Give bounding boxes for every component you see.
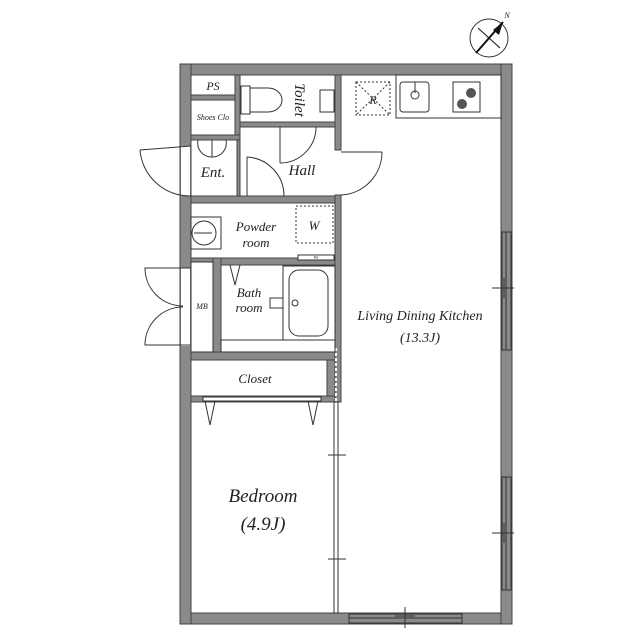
entrance-label: Ent. — [200, 165, 226, 181]
refrigerator-label: R — [368, 93, 377, 107]
toilet-door[interactable] — [279, 126, 317, 164]
ldk-label: Living Dining Kitchen — [356, 309, 482, 324]
bath-door[interactable] — [229, 264, 241, 286]
entrance-opening — [181, 146, 190, 196]
toilet-label: Toilet — [291, 83, 307, 117]
ps-small-label: PS — [313, 255, 318, 260]
bath-room-label-2: room — [236, 300, 263, 315]
powder-room-label: Powder — [235, 219, 277, 234]
mb-opening — [181, 268, 190, 346]
sliding-door-bedroom-ldk[interactable] — [328, 348, 346, 614]
compass-icon: N — [469, 11, 510, 58]
washbasin-icon — [190, 216, 222, 250]
north-label: N — [503, 11, 510, 20]
window[interactable] — [492, 231, 514, 351]
meter-box — [190, 261, 214, 353]
refrigerator-space: R — [355, 81, 391, 116]
washer-space: W — [295, 205, 334, 244]
window[interactable] — [492, 476, 514, 591]
pipe-space-small: PS — [297, 254, 335, 261]
bath-room-label: Bath — [237, 285, 262, 300]
powder-room-door[interactable] — [246, 156, 285, 197]
window[interactable] — [348, 607, 463, 628]
powder-room-label-2: room — [243, 235, 270, 250]
bedroom-label: Bedroom — [229, 486, 298, 507]
bedroom-size-label: (4.9J) — [241, 514, 286, 535]
mb-label: MB — [195, 302, 208, 311]
closet-doors[interactable] — [202, 396, 322, 426]
ldk-size-label: (13.3J) — [400, 331, 440, 346]
stove-icon — [452, 81, 481, 113]
ldk-door[interactable] — [340, 151, 383, 196]
shoe-closet-doors[interactable] — [197, 139, 227, 158]
toilet-fixture-icon — [240, 85, 335, 115]
shoes-closet-label: Shoes Clo — [197, 113, 229, 122]
hall-label: Hall — [288, 163, 316, 179]
ps-label: PS — [205, 79, 219, 93]
entrance-door[interactable] — [139, 145, 192, 197]
bathtub-icon — [220, 265, 336, 353]
mb-doors[interactable] — [144, 267, 191, 346]
kitchen-counter — [395, 74, 502, 119]
washer-label: W — [309, 218, 321, 233]
closet-label: Closet — [238, 371, 272, 386]
